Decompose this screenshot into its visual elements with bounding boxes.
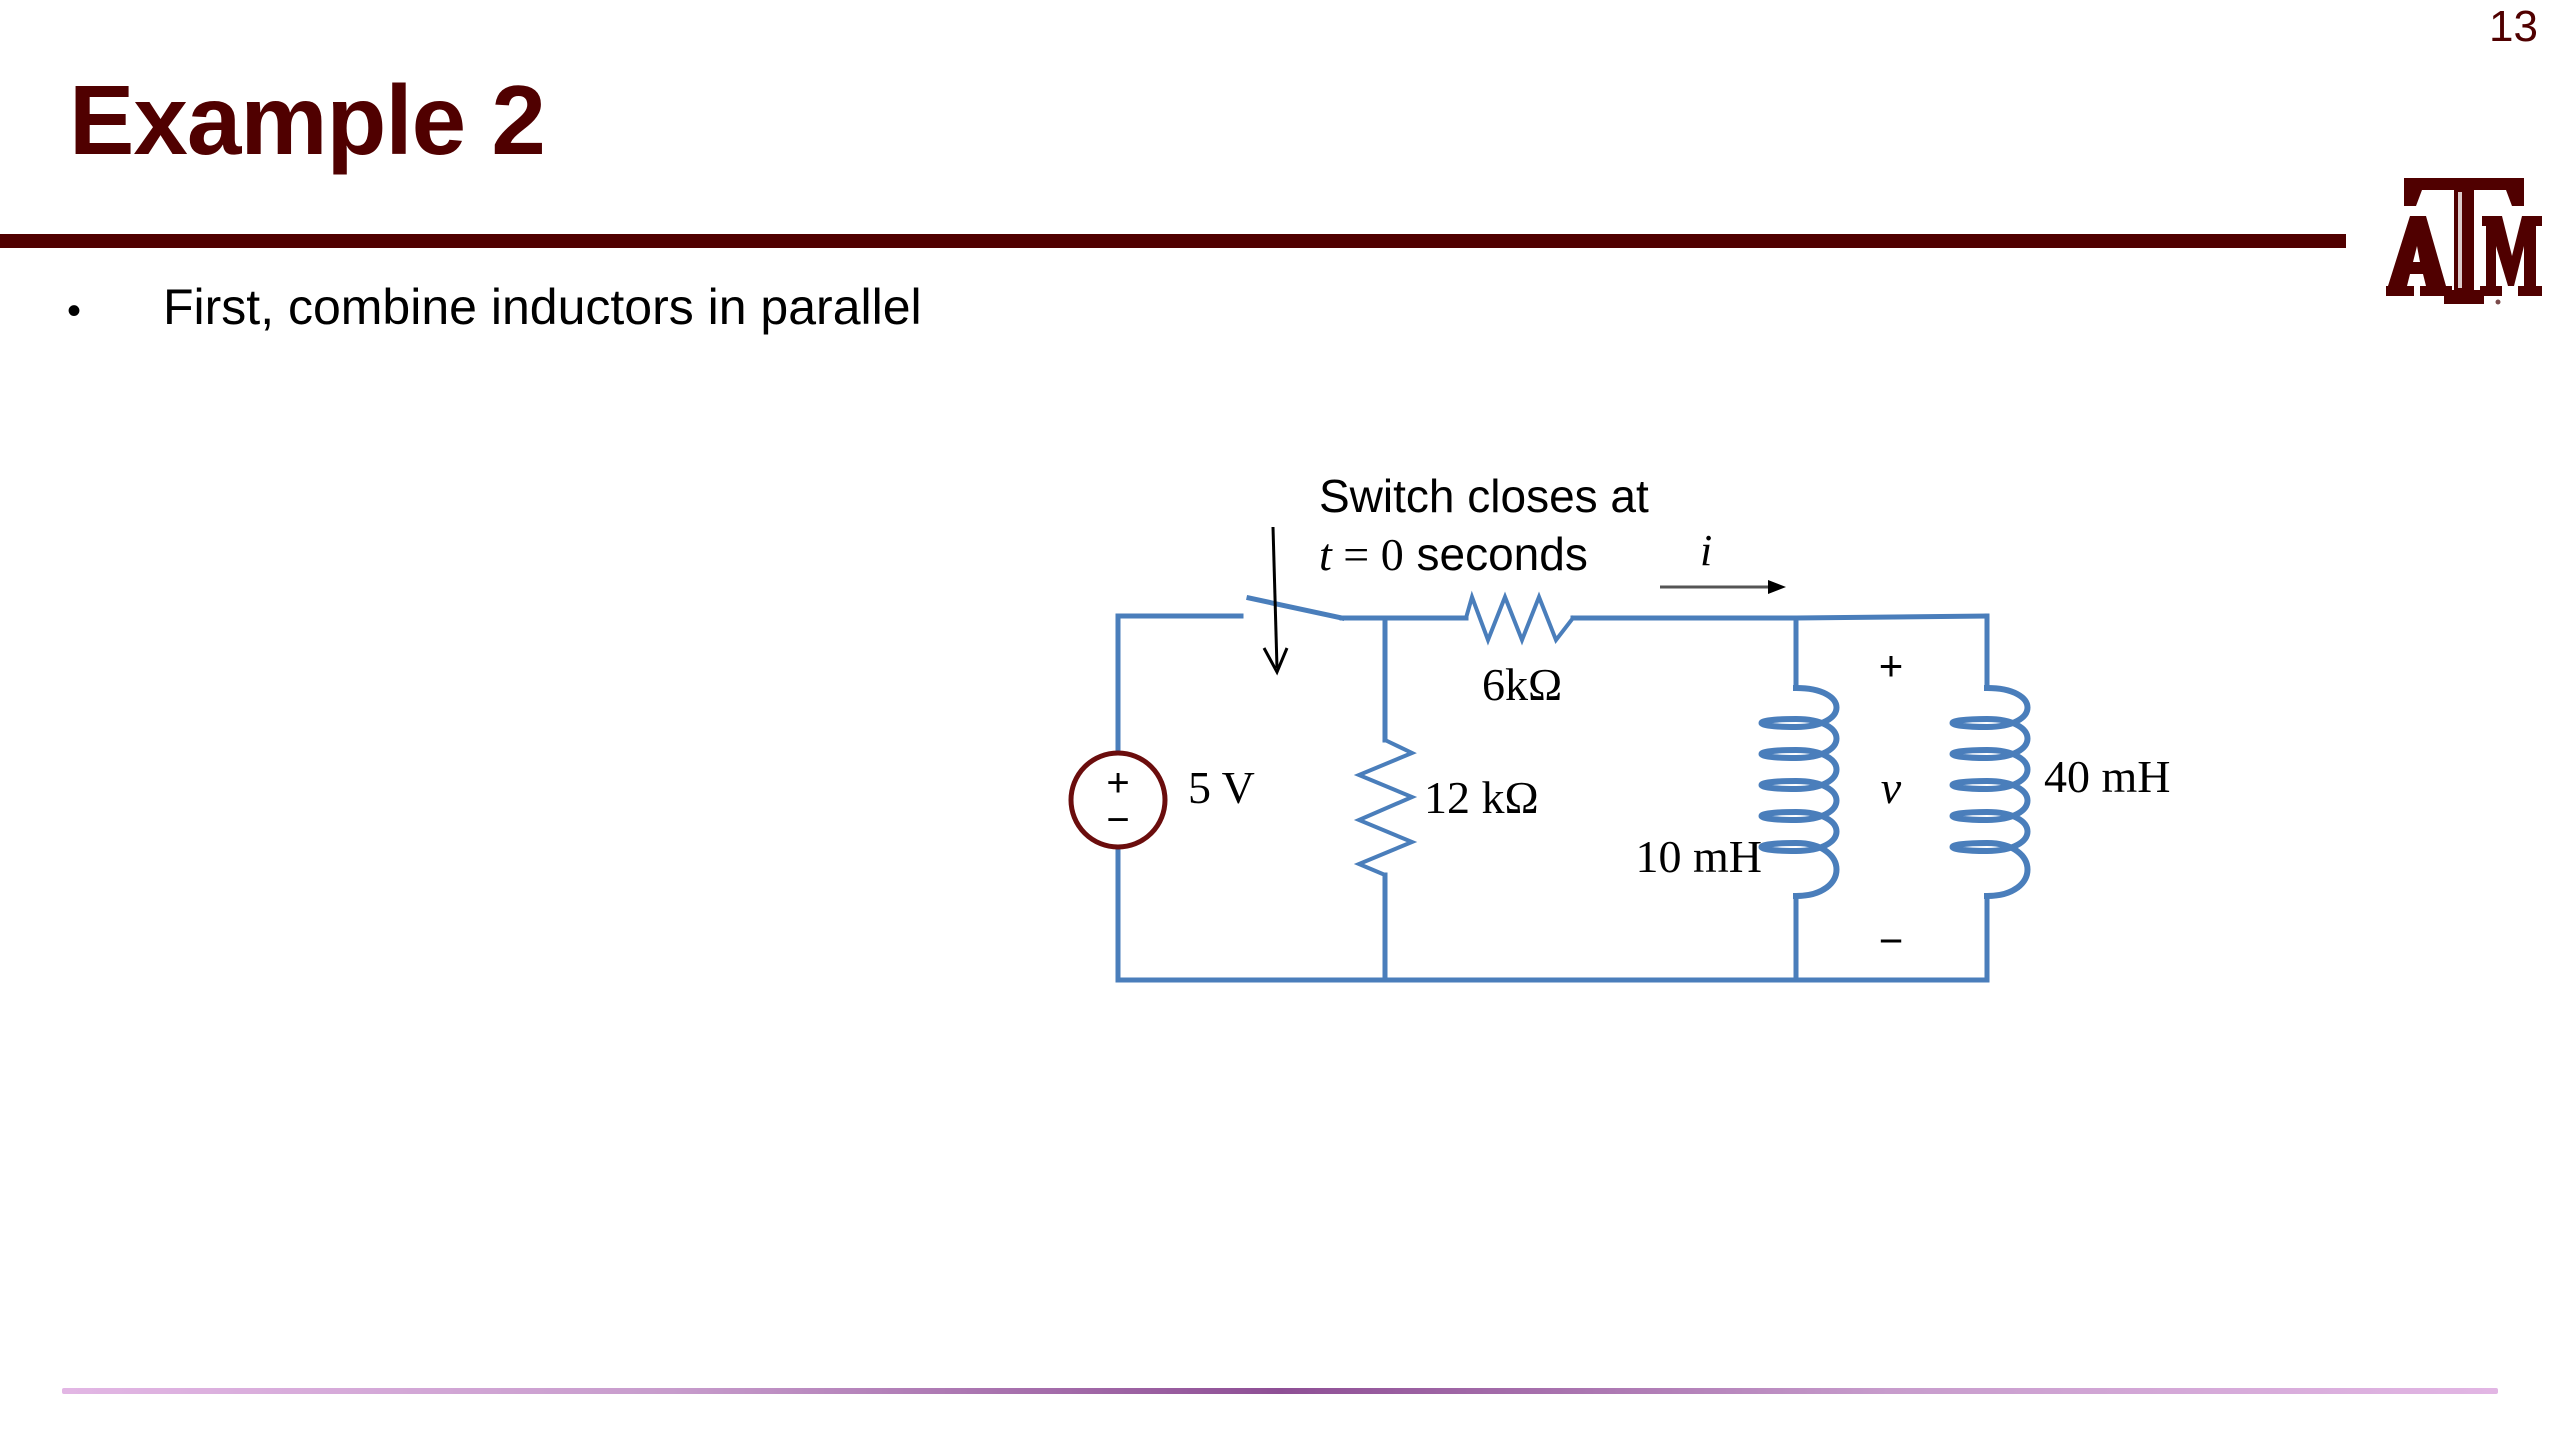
texas-am-logo	[2386, 178, 2542, 305]
switch-blade	[1246, 595, 1345, 621]
source-minus-sign: −	[1106, 798, 1129, 842]
current-label: i	[1700, 526, 1712, 575]
inductor-40mH-label: 40 mH	[2044, 751, 2171, 802]
current-arrow-head	[1768, 580, 1786, 594]
time-unit: seconds	[1404, 528, 1588, 580]
voltage-source	[1068, 750, 1168, 850]
source-label: 5 V	[1188, 762, 1255, 813]
time-equals-zero: = 0	[1332, 529, 1404, 580]
inductor-10mH	[1758, 684, 1840, 900]
switch-label-line1: Switch closes at	[1319, 470, 1649, 522]
inductor-10mH-label: 10 mH	[1636, 831, 1763, 882]
inductor-40mH	[1949, 684, 2031, 900]
resistor-12k	[1353, 737, 1418, 878]
switch-arrow-head	[1262, 647, 1289, 676]
bullet-text: First, combine inductors in parallel	[163, 279, 922, 335]
voltage-plus-sign: +	[1879, 642, 1904, 689]
source-plus-sign: +	[1106, 761, 1129, 805]
voltage-label: v	[1881, 762, 1902, 813]
voltage-minus-sign: −	[1879, 917, 1904, 964]
resistor-6k-label: 6kΩ	[1482, 659, 1562, 710]
wire-top-right	[1570, 613, 1990, 621]
title-divider	[0, 234, 2346, 248]
bullet-symbol: •	[67, 289, 82, 333]
slide-number: 13	[2489, 2, 2538, 51]
footer-divider	[62, 1388, 2498, 1394]
bullet-item: • First, combine inductors in parallel	[62, 278, 922, 336]
wire-left-bottom	[1115, 844, 1388, 983]
switch-label-line2: t = 0 seconds	[1319, 528, 1588, 580]
slide-title: Example 2	[69, 65, 546, 175]
switch-arrow	[1271, 526, 1279, 669]
wire-left	[1115, 613, 1244, 756]
bullet-list: • First, combine inductors in parallel	[62, 278, 922, 336]
resistor-12k-label: 12 kΩ	[1424, 772, 1539, 823]
resistor-6k	[1463, 590, 1576, 646]
time-variable: t	[1319, 529, 1333, 580]
